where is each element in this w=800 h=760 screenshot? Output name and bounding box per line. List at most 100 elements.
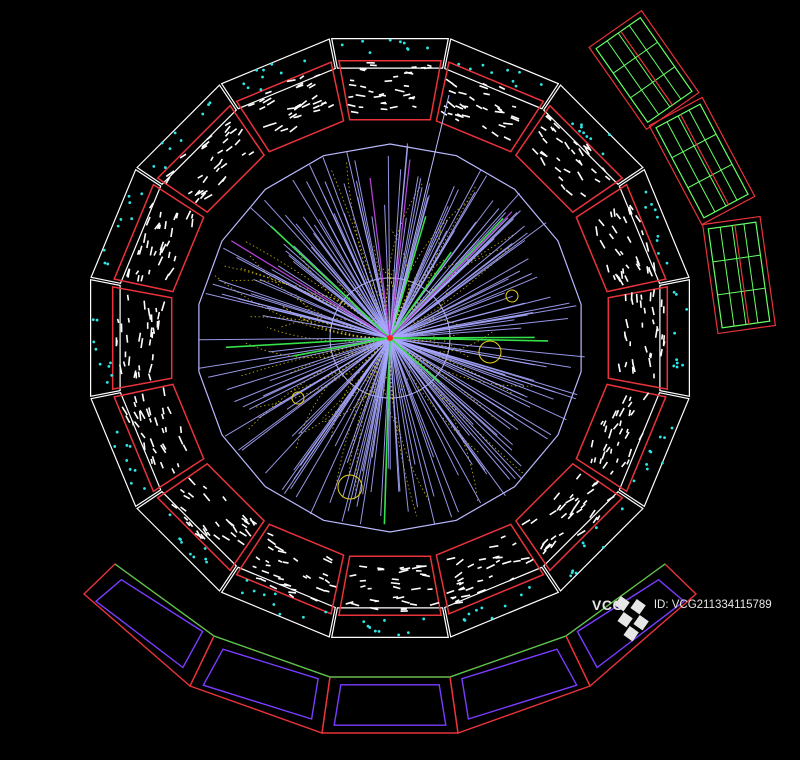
hit-mark	[369, 64, 377, 67]
calo-edge-4	[565, 563, 666, 637]
hit-mark	[196, 530, 202, 539]
hit-mark	[279, 583, 290, 587]
hit-mark	[556, 157, 561, 162]
track-blue	[389, 337, 511, 480]
hit-mark	[151, 354, 154, 361]
inner-chamber-9	[235, 523, 345, 615]
hit-dot	[278, 612, 282, 616]
hit-mark	[288, 593, 295, 599]
hit-mark	[497, 107, 503, 111]
hit-mark	[165, 240, 171, 247]
hit-mark	[329, 584, 337, 588]
hit-mark	[159, 211, 162, 218]
hit-mark	[380, 108, 388, 111]
hit-mark	[574, 497, 579, 502]
hit-mark	[446, 589, 455, 595]
hit-mark	[137, 274, 140, 282]
hit-mark	[619, 250, 624, 256]
hit-mark	[348, 95, 354, 99]
hit-mark	[604, 175, 611, 181]
hit-dot	[648, 449, 652, 453]
hit-dot	[673, 331, 677, 335]
muon-panel-1	[648, 96, 756, 226]
hit-mark	[600, 420, 604, 425]
hit-dot	[620, 507, 624, 511]
logo-square	[623, 626, 639, 642]
muon-strip	[731, 225, 747, 325]
hit-mark	[318, 576, 325, 581]
hit-dot	[511, 79, 515, 83]
curl-ring	[337, 474, 363, 500]
hit-mark	[126, 268, 131, 277]
hit-mark	[327, 103, 335, 109]
inner-chamber-14	[156, 104, 266, 214]
hit-mark	[531, 147, 539, 155]
hit-mark	[232, 525, 238, 533]
track-blue	[198, 337, 391, 369]
hit-mark	[277, 550, 287, 554]
track-blue	[384, 204, 391, 339]
hit-mark	[188, 477, 196, 486]
hit-mark	[218, 158, 223, 165]
track-blue	[387, 155, 391, 339]
track-blue	[389, 225, 525, 339]
hit-mark	[482, 106, 488, 111]
hit-mark	[260, 578, 267, 583]
track-blue	[389, 337, 506, 376]
hit-mark	[500, 535, 506, 539]
muon-frame-0	[588, 9, 700, 131]
hit-mark	[325, 555, 333, 561]
hit-mark	[222, 137, 229, 144]
track-blue	[389, 191, 476, 339]
track-yellow	[389, 278, 451, 339]
hit-mark	[575, 473, 582, 480]
track-blue	[389, 337, 571, 368]
hit-mark	[133, 401, 137, 408]
hit-mark	[403, 93, 411, 97]
calo-edge-3	[449, 635, 567, 678]
hit-dot	[340, 43, 344, 47]
hit-mark	[202, 175, 209, 184]
hit-mark	[151, 455, 156, 465]
hit-mark	[312, 99, 323, 105]
hit-mark	[456, 581, 462, 585]
hit-mark	[241, 517, 249, 524]
hit-mark	[138, 332, 142, 342]
hit-dot	[128, 201, 132, 204]
hit-mark	[215, 167, 220, 173]
hit-dot	[240, 591, 244, 595]
hit-mark	[513, 559, 521, 563]
track-blue	[208, 337, 391, 378]
hit-dot	[581, 541, 585, 545]
track-blue	[218, 279, 391, 339]
hit-mark	[512, 105, 517, 108]
hit-mark	[148, 314, 152, 320]
hit-mark	[621, 461, 627, 468]
hit-mark	[391, 578, 399, 581]
hit-mark	[152, 448, 158, 454]
track-blue	[356, 337, 391, 507]
inner-tracker	[198, 94, 585, 533]
hit-mark	[171, 468, 176, 474]
track-green	[389, 216, 427, 339]
hit-mark	[127, 317, 130, 323]
hit-mark	[618, 428, 624, 435]
hit-mark	[237, 539, 245, 546]
hit-mark	[179, 153, 187, 159]
track-blue	[389, 337, 482, 504]
hit-mark	[224, 125, 231, 134]
hit-mark	[560, 512, 568, 519]
hit-mark	[274, 545, 284, 552]
hit-mark	[349, 573, 357, 577]
hit-mark	[427, 64, 432, 68]
track-blue	[341, 337, 391, 522]
hit-mark	[489, 544, 499, 549]
hit-dot	[203, 547, 207, 550]
track-blue	[248, 337, 391, 410]
track-blue	[265, 337, 391, 474]
hit-mark	[305, 574, 312, 580]
hit-mark	[308, 83, 316, 89]
track-yellow	[386, 181, 424, 339]
hit-mark	[580, 503, 586, 509]
track-purple	[230, 240, 391, 339]
